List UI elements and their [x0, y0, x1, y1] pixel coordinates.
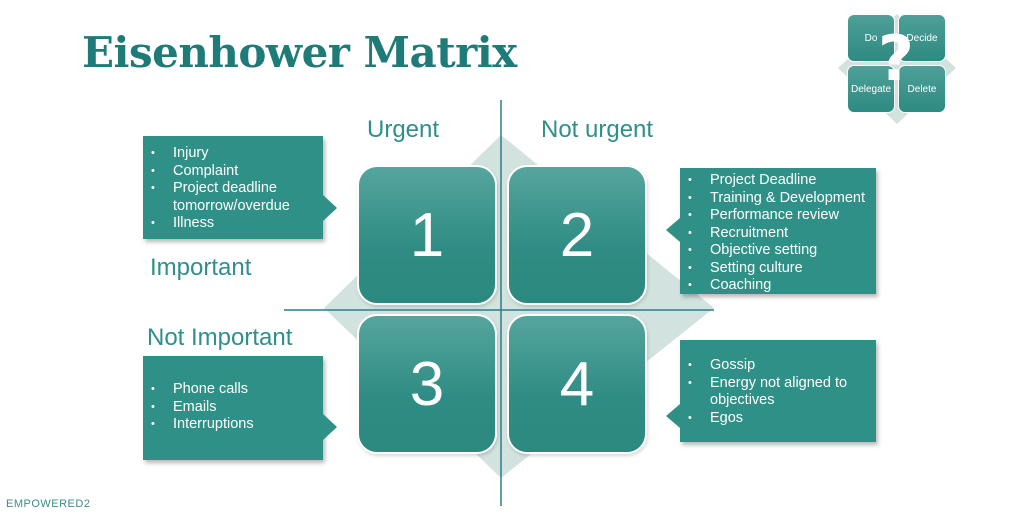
list-item: Project deadline tomorrow/overdue — [143, 180, 323, 215]
callout-pointer — [666, 404, 680, 428]
callout-quadrant-3: Phone calls Emails Interruptions — [143, 356, 337, 460]
quadrant-number: 2 — [559, 200, 595, 270]
list-item: Energy not aligned to objectives — [680, 375, 876, 410]
not-important-label: Not Important — [147, 324, 293, 351]
callout-pointer — [323, 414, 337, 440]
quadrant-1: 1 — [357, 165, 497, 305]
list-item: Injury — [143, 145, 323, 163]
quadrant-number: 3 — [409, 349, 445, 419]
quadrant-2: 2 — [507, 165, 647, 305]
callout-pointer — [323, 195, 337, 221]
list-item: Recruitment — [680, 225, 876, 243]
mini-cell-decide: Decide — [898, 14, 946, 62]
callout-quadrant-1: Injury Complaint Project deadline tomorr… — [143, 136, 337, 239]
quadrant-number: 4 — [559, 349, 595, 419]
mini-cell-delete: Delete — [898, 65, 946, 113]
important-label: Important — [150, 254, 252, 281]
list-item: Gossip — [680, 357, 876, 375]
list-item: Coaching — [680, 277, 876, 295]
page-title: Eisenhower Matrix — [82, 28, 517, 77]
list-item: Egos — [680, 410, 876, 428]
callout-pointer — [666, 218, 680, 242]
question-mark-icon: ? — [878, 22, 914, 95]
list-item: Objective setting — [680, 242, 876, 260]
quadrant-3: 3 — [357, 314, 497, 454]
mini-cell-delegate: Delegate — [847, 65, 895, 113]
list-item: Phone calls — [143, 381, 323, 399]
callout-list: Phone calls Emails Interruptions — [143, 381, 323, 434]
callout-list: Project Deadline Training & Development … — [680, 172, 876, 295]
quadrant-number: 1 — [409, 200, 445, 270]
not-urgent-label: Not urgent — [541, 116, 654, 143]
brand-footer: EMPOWERED2 — [6, 498, 91, 510]
list-item: Training & Development — [680, 190, 876, 208]
callout-list: Gossip Energy not aligned to objectives … — [680, 357, 876, 427]
callout-list: Injury Complaint Project deadline tomorr… — [143, 145, 323, 233]
list-item: Emails — [143, 399, 323, 417]
quadrant-4: 4 — [507, 314, 647, 454]
mini-cell-do: Do — [847, 14, 895, 62]
callout-quadrant-2: Project Deadline Training & Development … — [666, 168, 876, 295]
list-item: Performance review — [680, 207, 876, 225]
list-item: Project Deadline — [680, 172, 876, 190]
list-item: Setting culture — [680, 260, 876, 278]
list-item: Complaint — [143, 163, 323, 181]
callout-quadrant-4: Gossip Energy not aligned to objectives … — [666, 340, 876, 442]
list-item: Illness — [143, 215, 323, 233]
list-item: Interruptions — [143, 416, 323, 434]
urgent-label: Urgent — [367, 116, 440, 143]
